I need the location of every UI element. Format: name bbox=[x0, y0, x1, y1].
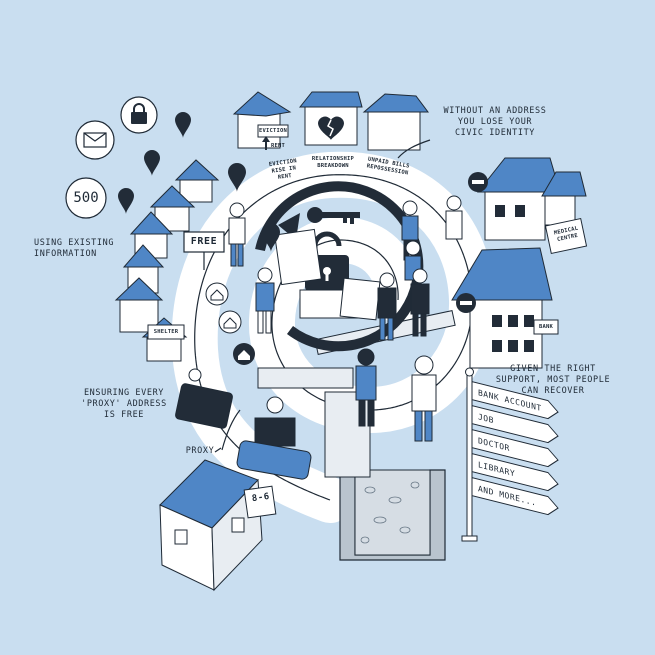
address-markers bbox=[205, 282, 255, 365]
arrows bbox=[214, 139, 431, 453]
proxy-label: PROXY bbox=[185, 446, 215, 456]
signpost-board: LIBRARY bbox=[471, 453, 559, 492]
broken-heart-icon bbox=[318, 116, 344, 140]
free-sign-text: FREE bbox=[190, 236, 218, 247]
people bbox=[228, 195, 463, 442]
minus-icons bbox=[456, 172, 488, 313]
proxy-house bbox=[159, 459, 277, 592]
documents bbox=[274, 228, 381, 321]
sofa bbox=[175, 368, 233, 429]
shelter-sign bbox=[147, 324, 185, 340]
map-pin-icons bbox=[118, 112, 280, 252]
signpost-board: JOB bbox=[471, 405, 559, 444]
signpost-board: DOCTOR bbox=[471, 429, 559, 468]
rent-sign-text: RENT bbox=[270, 143, 286, 149]
proxy-figure bbox=[236, 396, 312, 480]
signpost-label: JOB bbox=[478, 411, 494, 425]
free-sign bbox=[183, 231, 225, 270]
bank-sign bbox=[533, 319, 559, 335]
bank-sign-text: BANK bbox=[538, 324, 554, 330]
right-houses bbox=[451, 157, 587, 369]
eviction-sign-text: EVICTION bbox=[258, 128, 288, 134]
count-value: 500 bbox=[73, 190, 99, 206]
top-houses bbox=[232, 91, 429, 151]
shelter-sign-text: SHELTER bbox=[153, 329, 179, 335]
count-bubble bbox=[65, 177, 107, 219]
key-icon bbox=[307, 207, 360, 224]
medical-sign bbox=[544, 217, 588, 255]
